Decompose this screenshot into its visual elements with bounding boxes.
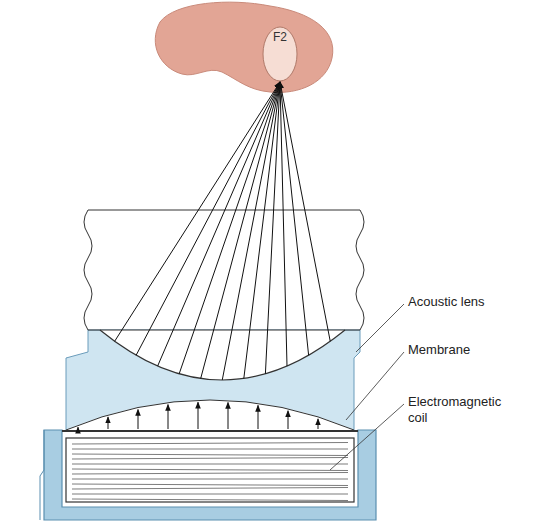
coil-winding <box>72 443 348 445</box>
part-label: Electromagnetic coil <box>408 394 512 425</box>
pressure-arrow <box>138 410 139 430</box>
shock-wave-ray <box>222 82 280 380</box>
part-label: Membrane <box>408 342 512 358</box>
shock-wave-ray <box>280 82 287 366</box>
shock-wave-rays <box>115 82 331 380</box>
coil-winding <box>72 469 348 471</box>
housing <box>44 430 376 520</box>
shock-wave-ray <box>136 82 280 355</box>
housing-lip <box>40 430 44 520</box>
focus-label: F2 <box>262 26 298 44</box>
bellows-left <box>84 210 92 330</box>
coil-winding <box>72 454 348 456</box>
membrane-gap <box>66 400 354 430</box>
lens-top <box>88 330 360 331</box>
shock-wave-ray <box>265 82 280 374</box>
leader-line <box>330 404 404 470</box>
coil-winding <box>72 458 348 460</box>
leader-line <box>346 352 404 420</box>
coil-winding <box>72 494 348 495</box>
bellows-right <box>356 210 364 330</box>
coil-winding <box>72 488 348 490</box>
shock-wave-ray <box>280 82 309 355</box>
kidney <box>155 2 333 92</box>
membrane-arc <box>66 400 354 430</box>
coil-winding <box>72 484 348 486</box>
bellows-top <box>88 210 360 211</box>
shock-wave-ray <box>280 82 330 341</box>
membrane <box>62 430 358 432</box>
coil-winding <box>72 479 348 480</box>
pressure-arrow <box>168 405 169 429</box>
shock-wave-ray <box>158 82 280 366</box>
coil-winding <box>72 449 348 450</box>
shock-wave-ray <box>179 82 280 374</box>
coil-winding <box>72 464 348 465</box>
pressure-arrow <box>228 402 229 429</box>
coil-winding <box>72 473 348 475</box>
pressure-arrow <box>318 419 319 429</box>
pressure-arrow <box>198 402 199 429</box>
pressure-arrow <box>288 411 289 429</box>
electromagnetic-coil <box>66 438 354 502</box>
pressure-arrow <box>108 417 109 429</box>
pressure-arrows <box>78 402 318 429</box>
pressure-arrow <box>258 405 259 429</box>
acoustic-lens <box>66 330 360 430</box>
shock-wave-ray <box>244 82 280 378</box>
pressure-arrow <box>78 427 79 429</box>
coil-winding <box>72 499 348 501</box>
focal-zone: F2 <box>262 26 298 82</box>
leader-line <box>356 304 404 352</box>
part-label: Acoustic lens <box>408 294 512 310</box>
shock-wave-ray <box>201 82 280 378</box>
coil-windings <box>72 443 348 501</box>
